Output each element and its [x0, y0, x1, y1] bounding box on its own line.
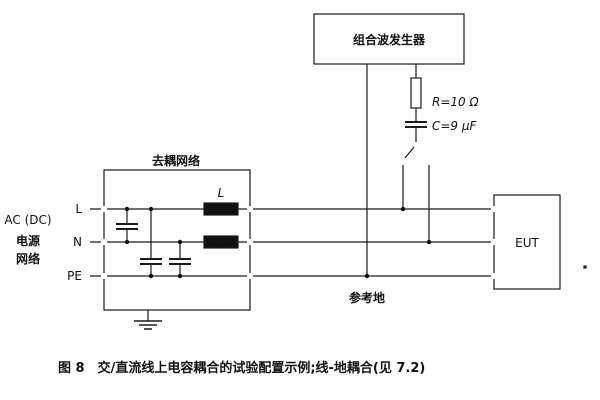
reference-ground-label: 参考地: [349, 290, 385, 305]
terminal-N-label: N: [73, 235, 82, 249]
terminal-N-eut: [491, 239, 497, 245]
scan-mark: [583, 265, 587, 269]
switch-blade: [404, 146, 415, 159]
terminal-L-in: [101, 206, 107, 212]
terminal-PE-eut: [491, 273, 497, 279]
inductor-N: [203, 235, 239, 249]
terminal-PE-in: [101, 273, 107, 279]
terminal-L-label: L: [75, 202, 82, 216]
capacitor-label: C=9 μF: [432, 119, 478, 133]
terminal-N-out: [247, 239, 253, 245]
decoupling-network-label: 去耦网络: [152, 153, 200, 168]
source-label-line3: 网络: [16, 251, 40, 266]
terminal-PE-out: [247, 273, 253, 279]
resistor-label: R=10 Ω: [432, 95, 479, 109]
resistor-R: [410, 77, 422, 109]
terminal-L-eut: [491, 206, 497, 212]
terminal-PE-label: PE: [67, 269, 82, 283]
generator-box: [313, 13, 465, 65]
source-label-line2: 电源: [16, 233, 40, 248]
generator-label: 组合波发生器: [353, 32, 426, 47]
inductor-label: L: [218, 186, 225, 200]
figure-caption: 图 8 交/直流线上电容耦合的试验配置示例;线-地耦合(见 7.2): [58, 360, 425, 376]
switch-contact-N: [426, 159, 432, 165]
inductor-L: [203, 202, 239, 216]
terminal-N-in: [101, 239, 107, 245]
switch-pivot: [413, 142, 419, 148]
terminal-L-out: [247, 206, 253, 212]
source-label-line1: AC (DC): [4, 213, 51, 227]
eut-label: EUT: [515, 236, 539, 250]
switch-contact-L: [400, 159, 406, 165]
